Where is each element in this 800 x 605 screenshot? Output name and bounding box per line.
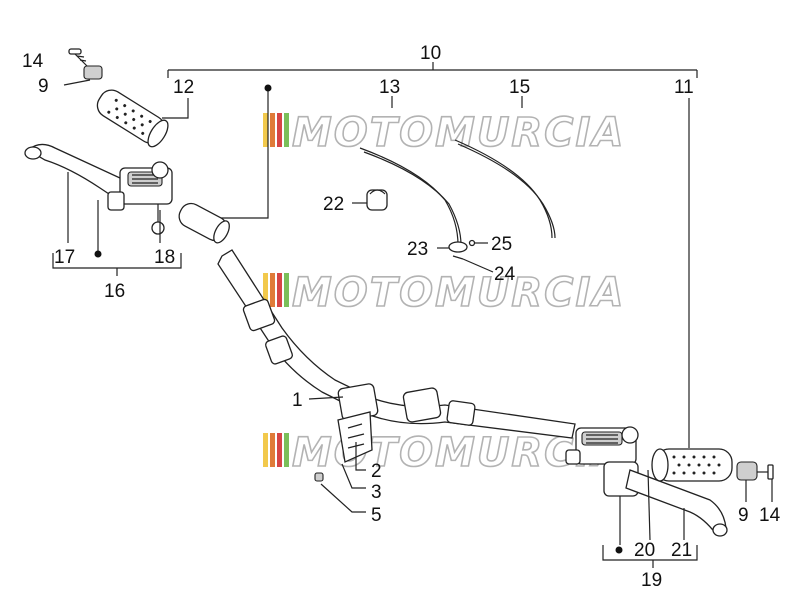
- callout-17: 17: [54, 247, 75, 268]
- callout-23: 23: [407, 239, 428, 260]
- callout-20: 20: [634, 540, 655, 561]
- callout-14-right: 14: [759, 505, 781, 526]
- callout-9-right: 9: [738, 505, 749, 526]
- callout-19: 19: [641, 570, 662, 591]
- callout-25: 25: [491, 234, 512, 255]
- callout-18: 18: [154, 247, 175, 268]
- callout-24: 24: [494, 264, 516, 285]
- callout-1: 1: [292, 390, 303, 411]
- callout-14-left: 14: [22, 51, 44, 72]
- callout-13: 13: [379, 77, 400, 98]
- callout-16: 16: [104, 281, 125, 302]
- callout-5: 5: [371, 505, 382, 526]
- callout-9-left: 9: [38, 76, 49, 97]
- throttle-cables: [359, 139, 556, 246]
- right-grip-parts: [651, 448, 774, 502]
- callout-10: 10: [420, 43, 441, 64]
- right-brake-master-cylinder: [565, 426, 728, 568]
- throttle-grip: [178, 202, 230, 244]
- callout-12: 12: [173, 77, 194, 98]
- watermark-middle: MOTOMURCIA: [263, 269, 625, 317]
- small-clips: [352, 189, 494, 273]
- callout-2: 2: [371, 461, 382, 482]
- callout-11: 11: [674, 77, 694, 98]
- callout-15: 15: [509, 77, 530, 98]
- watermark-text: MOTOMURCIA: [292, 270, 625, 316]
- handlebar: [217, 249, 576, 513]
- watermark-text: MOTOMURCIA: [292, 110, 625, 156]
- left-brake-master-cylinder: [24, 143, 182, 276]
- callout-22: 22: [323, 194, 344, 215]
- bracket-assembly-10: [162, 62, 698, 448]
- callout-21: 21: [671, 540, 692, 561]
- callout-labels: 10 14 9 12 13 15 11 22 23 25 24 17 18 16…: [22, 43, 781, 591]
- callout-3: 3: [371, 482, 382, 503]
- watermark-top: MOTOMURCIA: [263, 109, 625, 157]
- left-grip-parts: [63, 48, 169, 148]
